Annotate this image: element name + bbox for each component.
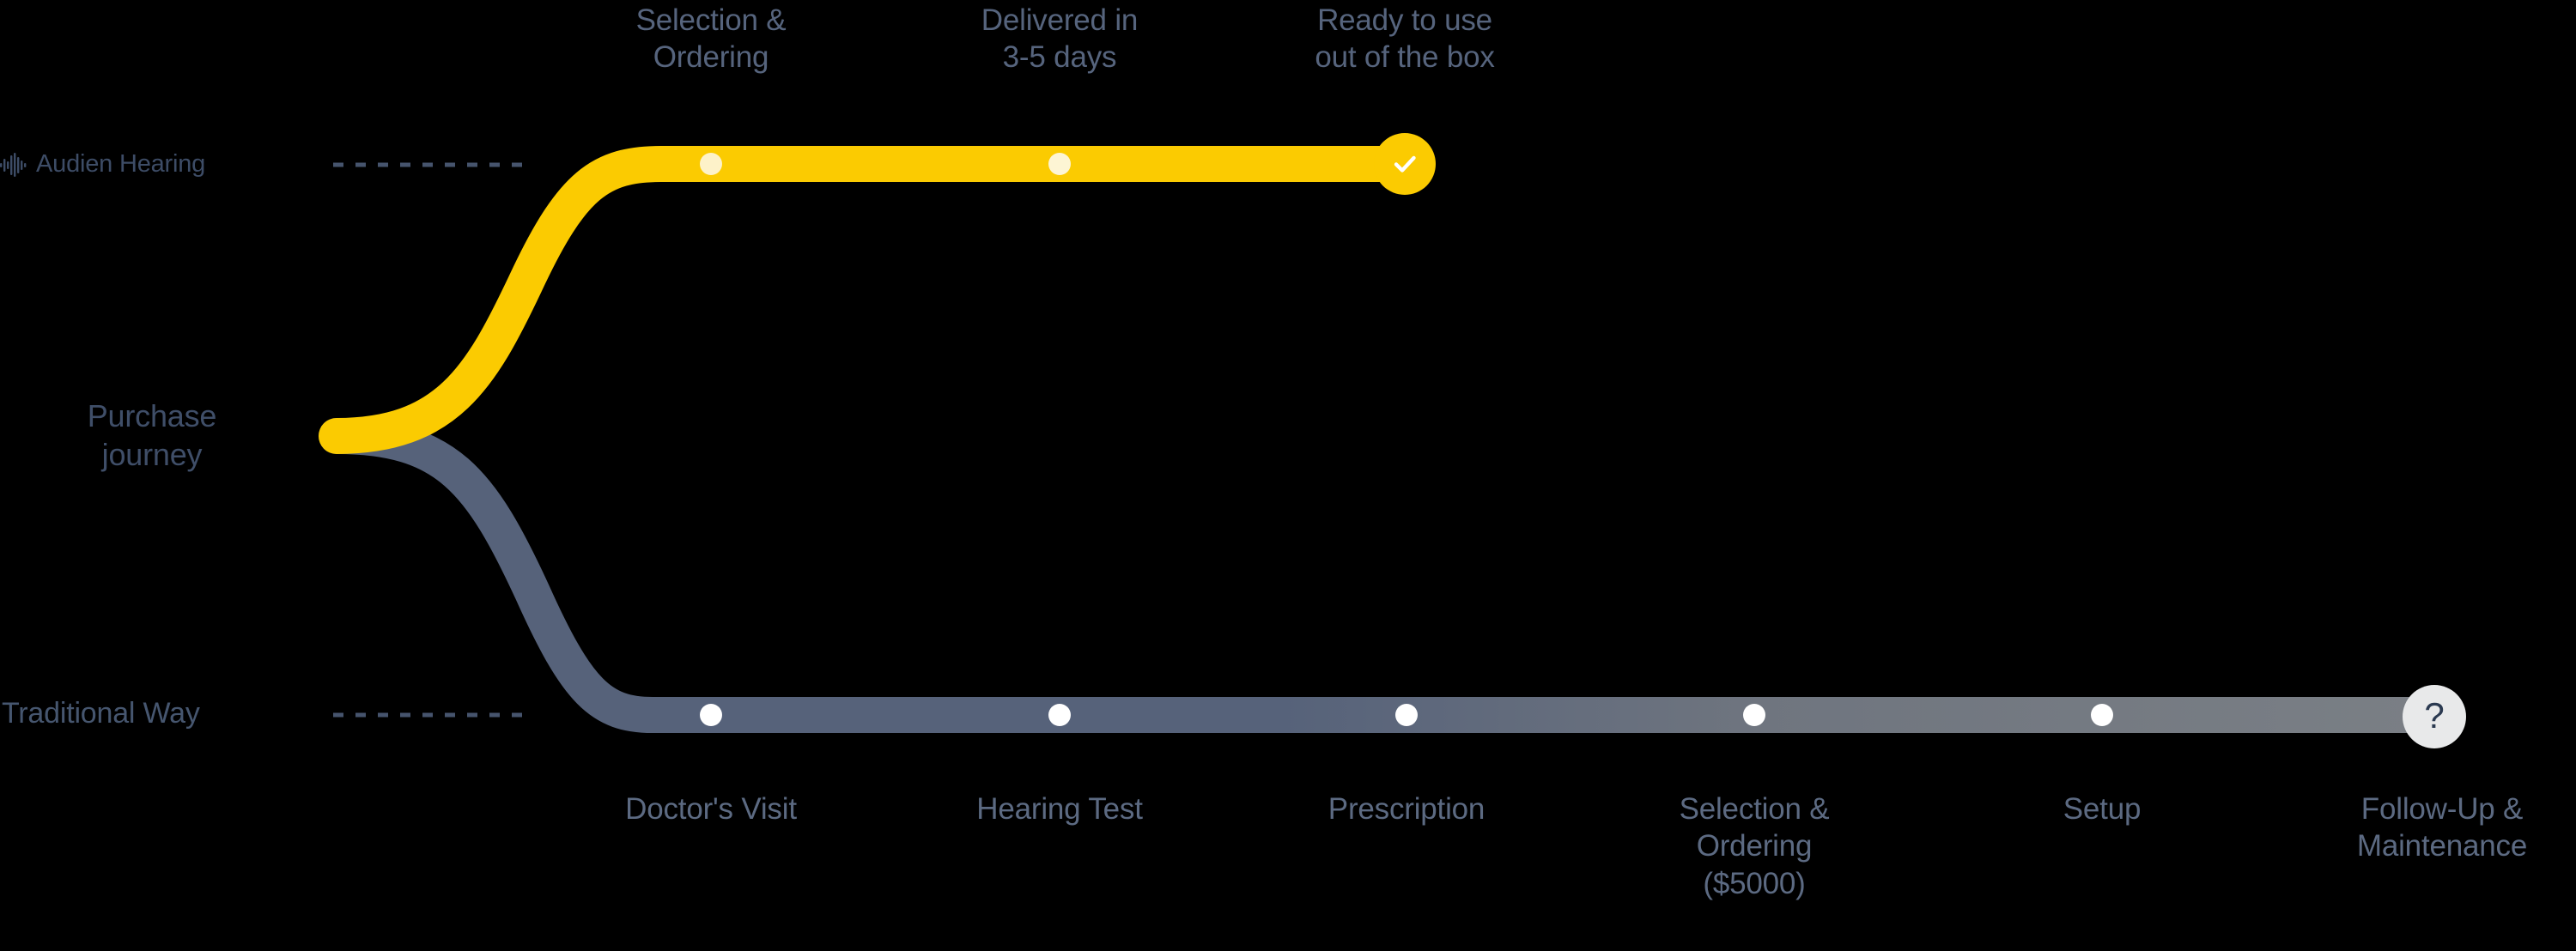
audien-stage-dot[interactable]: [1048, 153, 1071, 175]
row-label-audien-text: Audien Hearing: [36, 150, 206, 178]
traditional-stage-1-line1: Hearing Test: [976, 792, 1143, 826]
audien-stage-0-line1: Selection &: [635, 3, 787, 37]
traditional-stage-3-line1: Selection &: [1679, 792, 1830, 826]
check-icon: [1394, 155, 1416, 173]
traditional-stage-dot[interactable]: [1743, 704, 1765, 726]
audien-endpoint-badge[interactable]: [1374, 133, 1436, 195]
row-label-traditional-way: Traditional Way: [2, 697, 200, 730]
traditional-stage-2-line1: Prescription: [1327, 792, 1485, 826]
page-title-purchase-journey: Purchase journey: [36, 397, 268, 475]
row-label-audien-hearing: Audien Hearing: [0, 150, 205, 179]
purchase-journey-line1: Purchase: [87, 398, 217, 433]
traditional-stage-4-line1: Setup: [2063, 792, 2142, 826]
audio-waveform-icon: [0, 152, 27, 177]
audien-path-line: [319, 146, 1435, 454]
traditional-stage-3-line2: Ordering: [1696, 829, 1813, 863]
question-mark-icon: ?: [2424, 695, 2445, 736]
traditional-stage-dot[interactable]: [700, 704, 722, 726]
traditional-stage-dot[interactable]: [1395, 704, 1418, 726]
traditional-stage-3-line3: ($5000): [1703, 866, 1806, 900]
traditional-stage-label-5: Follow-Up & Maintenance: [2287, 790, 2576, 865]
audien-stage-1-line1: Delivered in: [981, 3, 1139, 37]
audien-stage-2-line1: Ready to use: [1317, 3, 1492, 37]
traditional-stage-dot[interactable]: [2091, 704, 2113, 726]
audien-stage-dot[interactable]: [700, 153, 722, 175]
traditional-stage-dot[interactable]: [1048, 704, 1071, 726]
traditional-stage-label-4: Setup: [1947, 790, 2257, 827]
audien-stage-label-0: Selection & Ordering: [556, 2, 866, 76]
traditional-stage-label-1: Hearing Test: [905, 790, 1214, 827]
audien-stage-1-line2: 3-5 days: [1002, 40, 1117, 75]
traditional-stage-5-line2: Maintenance: [2356, 829, 2528, 863]
traditional-endpoint-badge[interactable]: ?: [2403, 685, 2466, 748]
audien-stage-2-line2: out of the box: [1315, 40, 1495, 75]
traditional-path-line: [319, 418, 2448, 733]
audien-stage-label-2: Ready to use out of the box: [1250, 2, 1559, 76]
traditional-stage-0-line1: Doctor's Visit: [625, 792, 797, 826]
purchase-journey-line2: journey: [101, 437, 203, 473]
traditional-stage-label-3: Selection & Ordering ($5000): [1600, 790, 1909, 902]
audien-stage-label-1: Delivered in 3-5 days: [905, 2, 1214, 76]
traditional-stage-label-0: Doctor's Visit: [556, 790, 866, 827]
audien-stage-0-line2: Ordering: [653, 40, 769, 75]
traditional-stage-5-line1: Follow-Up &: [2360, 792, 2524, 826]
traditional-stage-label-2: Prescription: [1252, 790, 1561, 827]
